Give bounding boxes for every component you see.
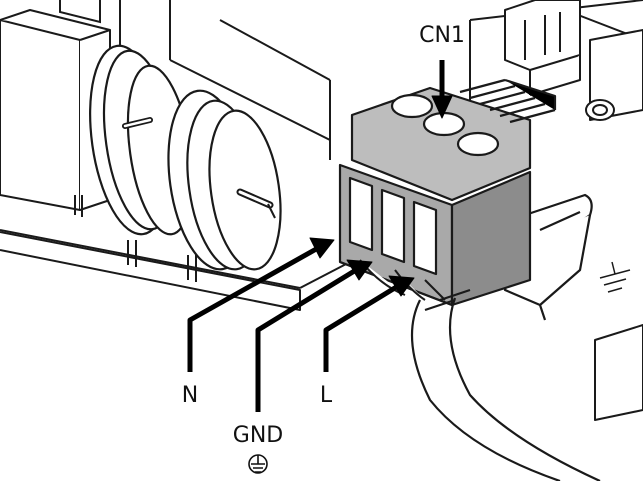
n-arrowhead — [309, 237, 335, 259]
neutral-label: N — [182, 383, 198, 408]
top-left-box — [59, 0, 101, 24]
input-cable — [410, 288, 601, 481]
l-arrow — [323, 283, 400, 372]
coil-pins — [74, 195, 197, 282]
cn1-label: CN1 — [419, 23, 465, 48]
ground-label: GND — [233, 423, 283, 448]
n-arrow — [187, 245, 320, 372]
right-connector-housing — [504, 0, 643, 121]
bottom-right-component — [594, 324, 643, 421]
protective-earth-icon — [248, 454, 268, 474]
pcb-ground-mark — [599, 261, 631, 293]
gnd-arrowhead — [346, 259, 373, 281]
inductor-coil-right — [167, 89, 282, 271]
l-arrowhead — [388, 275, 415, 297]
pointer-arrows — [187, 60, 453, 412]
terminal-block — [338, 78, 557, 307]
cn1-arrowhead — [431, 95, 453, 119]
line-label: L — [320, 383, 333, 408]
gnd-arrow — [255, 267, 358, 412]
